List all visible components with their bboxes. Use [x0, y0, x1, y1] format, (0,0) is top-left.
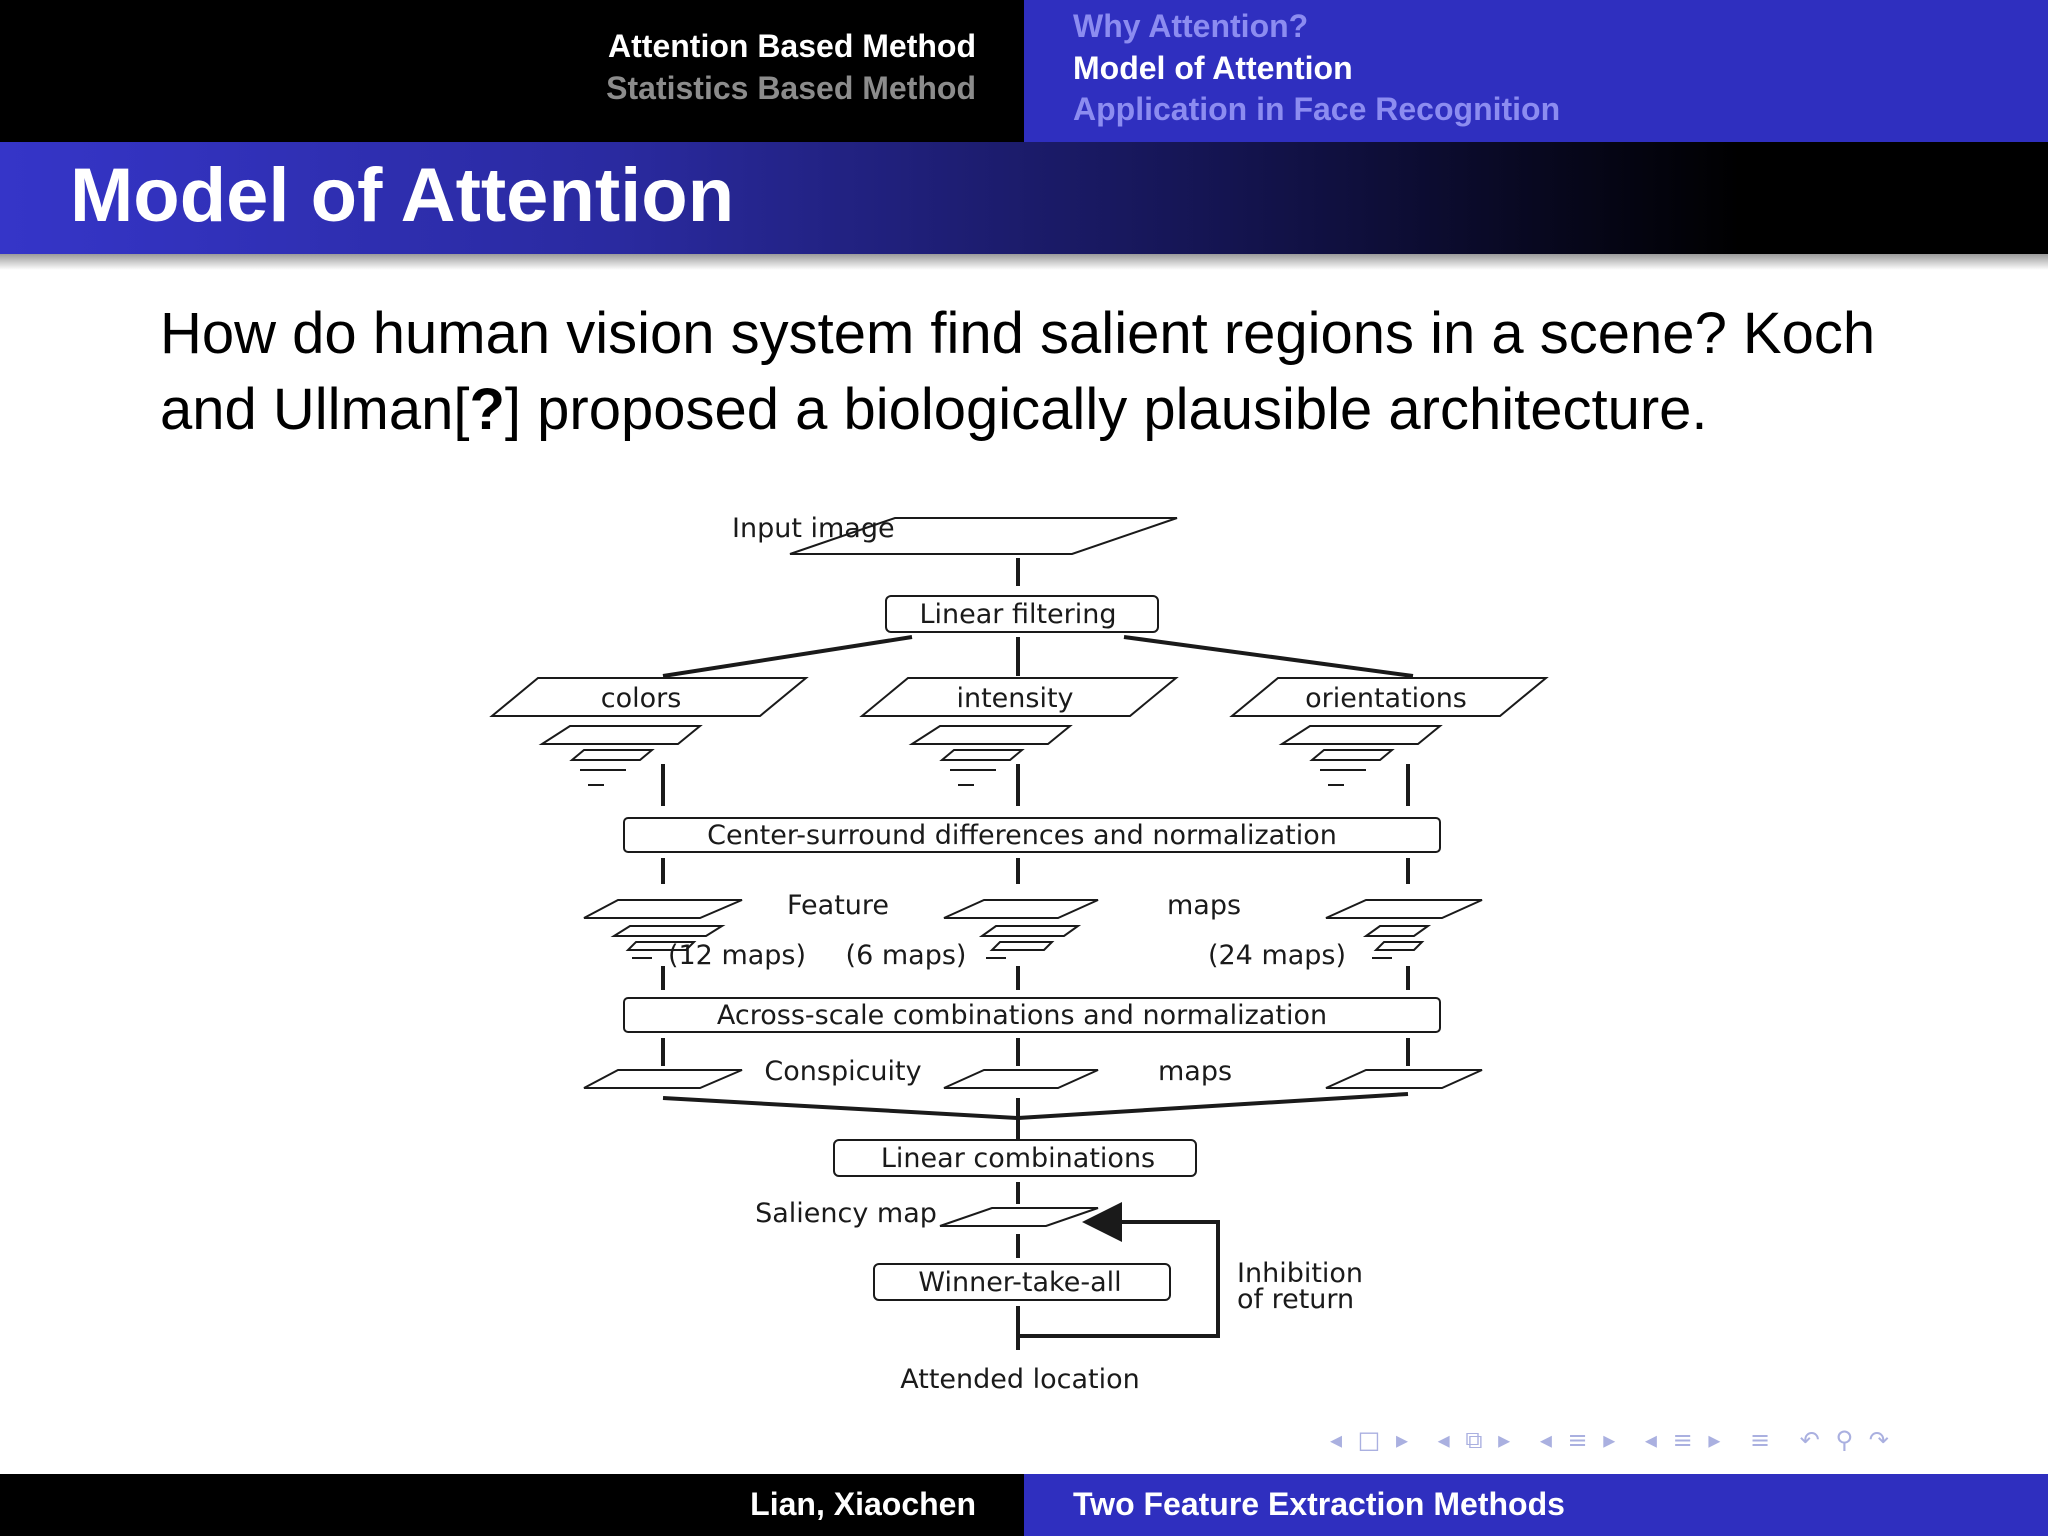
label-conspicuity-maps: maps — [1158, 1056, 1232, 1087]
center-surround-box — [623, 817, 1441, 853]
saliency-map-plane — [939, 1207, 1099, 1227]
label-feature: Feature — [787, 890, 889, 921]
label-center-surround: Center-surround differences and normaliz… — [707, 820, 1337, 851]
label-inhibition: Inhibition — [1237, 1258, 1363, 1289]
across-scale-box — [623, 997, 1441, 1033]
label-winner-take-all: Winner-take-all — [918, 1267, 1121, 1298]
label-saliency-map: Saliency map — [755, 1198, 937, 1229]
conspicuity-map-colors — [583, 1069, 743, 1089]
nav-section-icon[interactable]: ◂ ≡ ▸ — [1539, 1426, 1620, 1454]
nav-subsection-face-recognition[interactable]: Application in Face Recognition — [1073, 91, 1561, 127]
label-6-maps: (6 maps) — [846, 940, 967, 971]
linear-filtering-box — [885, 595, 1159, 633]
beamer-nav-symbols: ◂ □ ▸ ◂ ⧉ ▸ ◂ ≡ ▸ ◂ ≡ ▸ ≡ ↶ ⚲ ↷ — [1330, 1426, 2030, 1462]
intensity-pyramid-plane — [859, 677, 1179, 717]
frame-title: Model of Attention — [70, 153, 735, 238]
colors-pyramid-plane — [489, 677, 809, 717]
title-bar-shadow — [0, 254, 2048, 270]
nav-section-statistics[interactable]: Statistics Based Method — [606, 70, 976, 106]
feature-map-intensity — [943, 899, 1099, 919]
header-left-panel — [0, 0, 1024, 142]
input-image-plane — [789, 517, 1178, 555]
label-linear-filtering: Linear filtering — [919, 599, 1116, 630]
footer-left-panel — [0, 1474, 1024, 1536]
footer-right-panel — [1024, 1474, 2048, 1536]
body-paragraph: How do human vision system find salient … — [160, 296, 1960, 448]
label-feature-maps: maps — [1167, 890, 1241, 921]
orientations-pyramid-plane — [1229, 677, 1549, 717]
nav-section-attention[interactable]: Attention Based Method — [608, 28, 976, 64]
linear-combinations-box — [833, 1139, 1197, 1177]
frame-title-bar — [0, 142, 2048, 254]
label-intensity: intensity — [956, 683, 1073, 714]
body-text-end: ] proposed a biologically plausible arch… — [504, 377, 1708, 442]
feature-map-orientations — [1325, 899, 1483, 919]
footer-presentation-title: Two Feature Extraction Methods — [1073, 1486, 1565, 1522]
citation-marker[interactable]: ? — [469, 377, 505, 442]
label-across-scale: Across-scale combinations and normalizat… — [717, 1000, 1327, 1031]
conspicuity-map-intensity — [943, 1069, 1099, 1089]
label-12-maps: (12 maps) — [668, 940, 806, 971]
label-input-image: Input image — [732, 513, 895, 544]
body-text-start: How do human vision system find salient … — [160, 301, 1876, 442]
label-conspicuity: Conspicuity — [764, 1056, 921, 1087]
nav-frame-icon[interactable]: ◂ □ ▸ — [1330, 1426, 1413, 1454]
label-24-maps: (24 maps) — [1208, 940, 1346, 971]
nav-subsection-why-attention[interactable]: Why Attention? — [1073, 8, 1309, 44]
label-colors: colors — [601, 683, 682, 714]
nav-subsection-model-of-attention[interactable]: Model of Attention — [1073, 50, 1353, 86]
nav-document-icon[interactable]: ◂ ≡ ▸ — [1644, 1426, 1725, 1454]
nav-subsection-icon[interactable]: ◂ ⧉ ▸ — [1437, 1426, 1515, 1454]
label-of-return: of return — [1237, 1284, 1354, 1315]
winner-take-all-box — [873, 1263, 1171, 1301]
header-right-panel — [1024, 0, 2048, 142]
footer-author: Lian, Xiaochen — [750, 1486, 976, 1522]
nav-search-undo-icon[interactable]: ↶ ⚲ ↷ — [1799, 1426, 1893, 1454]
nav-appendix-icon[interactable]: ≡ — [1750, 1426, 1775, 1454]
label-linear-combinations: Linear combinations — [881, 1143, 1155, 1174]
label-orientations: orientations — [1305, 683, 1467, 714]
conspicuity-map-orientations — [1325, 1069, 1483, 1089]
label-attended-location: Attended location — [900, 1364, 1140, 1395]
feature-map-colors — [583, 899, 743, 919]
inhibition-loop-arrow — [1018, 1202, 1220, 1338]
